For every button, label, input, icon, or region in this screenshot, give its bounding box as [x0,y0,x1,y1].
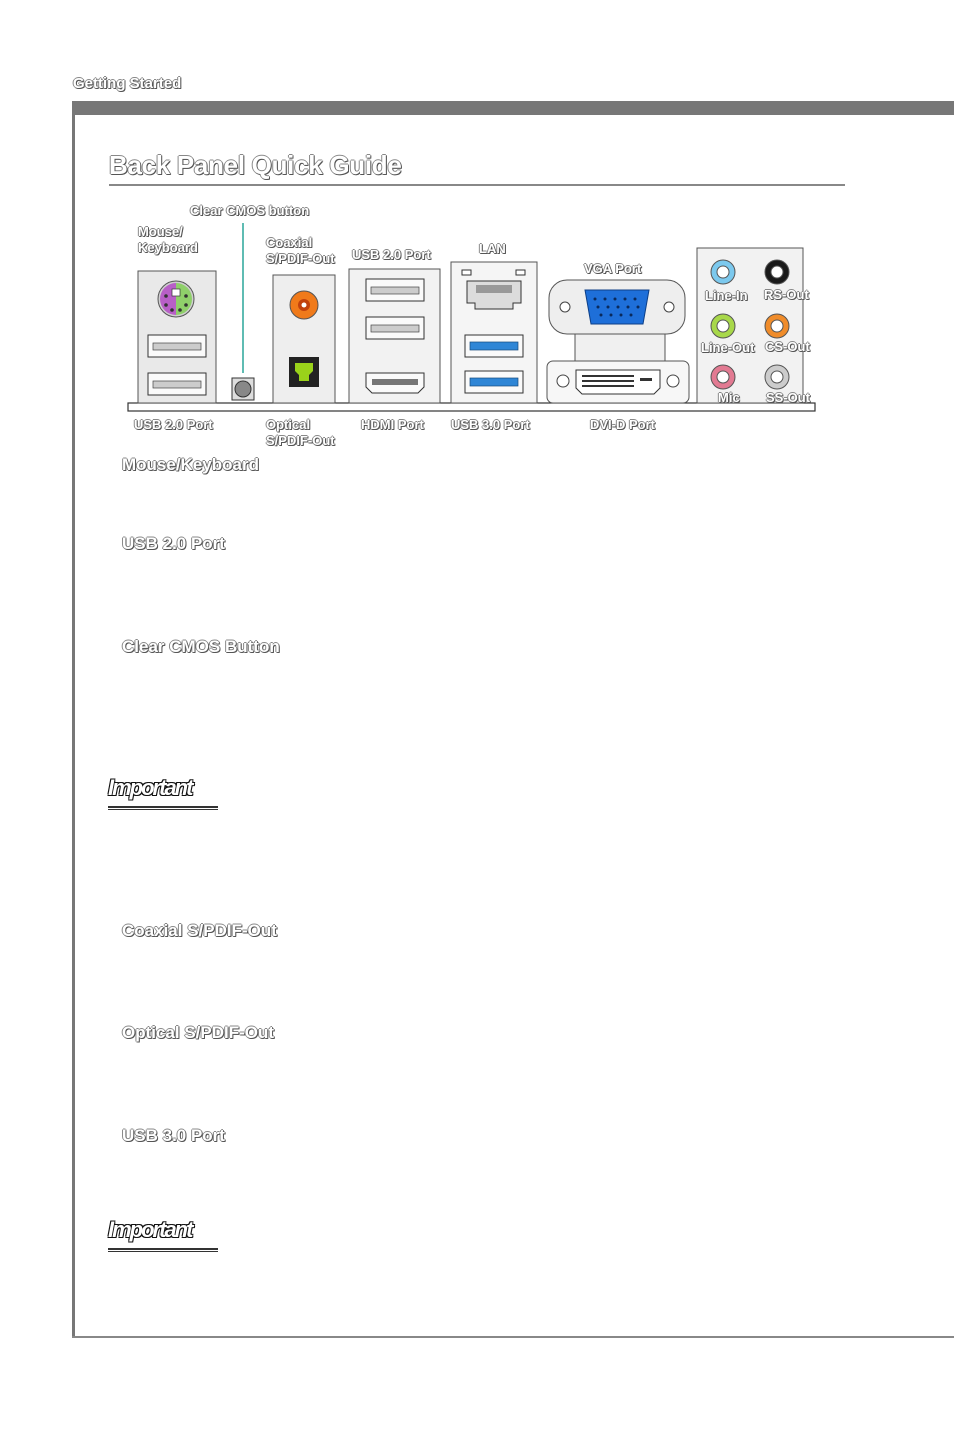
audio-jack-block [696,247,804,404]
clear-cmos-button [231,377,255,401]
label-usb30: USB 3.0 Port [451,417,530,432]
important-note-label: Important [108,1217,193,1242]
section-heading-usb30: USB 3.0 Port [122,1126,225,1145]
label-line-in: Line-In [705,288,748,303]
usb-hdmi-block [348,268,441,404]
label-clear-cmos-button: Clear CMOS button [190,203,310,218]
important-note-label: Important [108,775,193,800]
label-rs-out: RS-Out [764,287,809,302]
back-panel-illustration [127,223,816,412]
section-heading-optical: Optical S/PDIF-Out [122,1023,275,1042]
spdif-block [272,274,336,404]
label-cs-out: CS-Out [765,339,810,354]
label-optical: Optical S/PDIF-Out [266,417,335,448]
left-rule [72,101,75,1338]
section-heading-clear-cmos: Clear CMOS Button [122,637,280,656]
back-panel-diagram: Clear CMOS button Mouse/ Keyboard Coaxia… [120,195,820,455]
section-heading-coaxial: Coaxial S/PDIF-Out [122,921,277,940]
label-vga: VGA Port [584,261,642,276]
label-line-out: Line-Out [701,340,755,355]
section-heading-mouse-keyboard: Mouse/Keyboard [122,455,259,474]
label-usb20-top: USB 2.0 Port [352,247,431,262]
important-note-underline [108,1248,218,1252]
label-hdmi: HDMI Port [361,417,424,432]
label-mic: Mic [718,390,740,405]
label-lan: LAN [479,241,506,256]
label-usb20-bottom: USB 2.0 Port [134,417,213,432]
section-heading-usb20: USB 2.0 Port [122,534,225,553]
label-coaxial: Coaxial S/PDIF-Out [266,235,335,266]
label-mouse-keyboard: Mouse/ Keyboard [138,224,198,255]
ps2-usb-stack [137,270,217,404]
title-underline [109,184,845,186]
vga-dvi-block [546,279,690,404]
page-title: Back Panel Quick Guide [109,150,402,180]
lan-usb30-block [450,261,538,404]
label-dvi: DVI-D Port [590,417,655,432]
section-header-label: Getting Started [73,75,182,92]
label-ss-out: SS-Out [766,390,811,405]
top-rule [72,101,954,115]
base-plate [127,402,816,412]
important-note-underline [108,806,218,810]
bottom-rule [72,1336,954,1338]
